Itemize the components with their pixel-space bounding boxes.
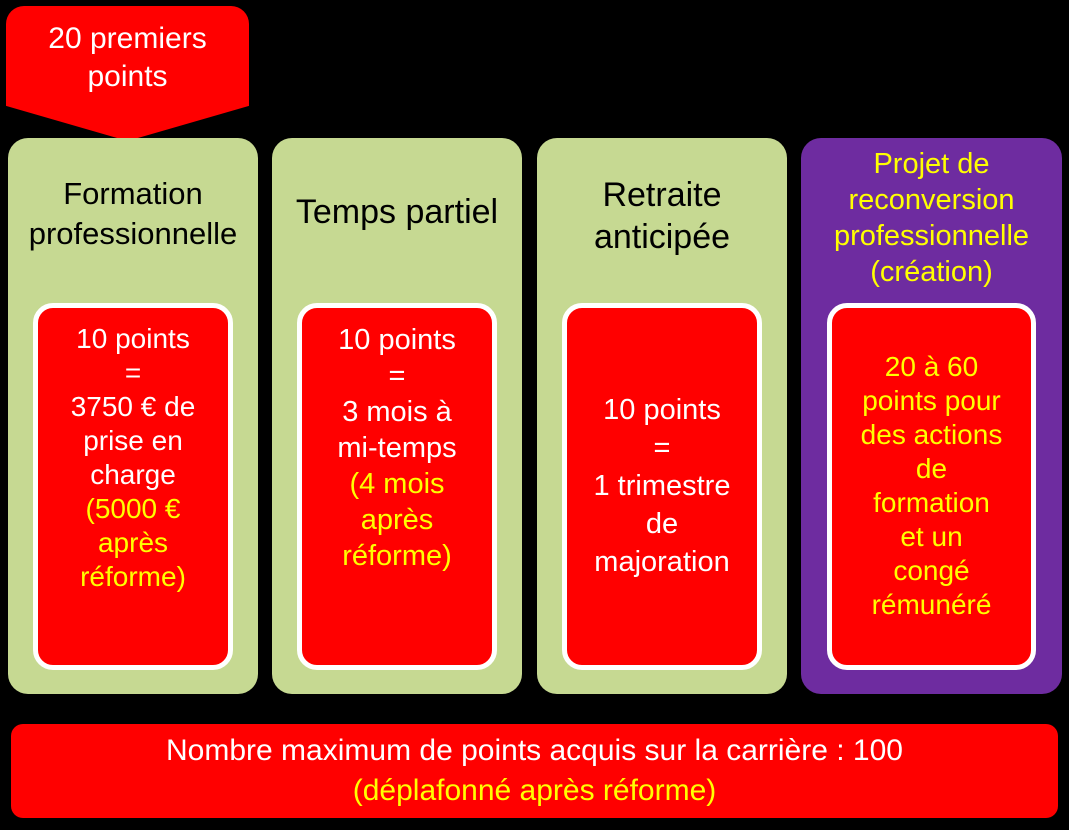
column-card[interactable]: 10 points = 3 mois à mi-temps (4 mois ap… <box>297 303 497 670</box>
column-card[interactable]: 20 à 60 points pour des actions de forma… <box>827 303 1036 670</box>
column-temps-partiel[interactable]: Temps partiel 10 points = 3 mois à mi-te… <box>272 138 522 694</box>
column-title: Temps partiel <box>295 193 499 231</box>
footer-banner: Nombre maximum de points acquis sur la c… <box>11 724 1058 818</box>
columns-container: Formation professionnelle 10 points = 37… <box>8 138 1062 694</box>
column-card[interactable]: 10 points = 3750 € de prise en charge (5… <box>33 303 233 670</box>
card-line-primary: 10 points = 1 trimestre de majoration <box>593 393 731 578</box>
footer-line-reform-note: (déplafonné après réforme) <box>352 774 717 807</box>
column-projet-reconversion[interactable]: Projet de reconversion professionnelle (… <box>801 138 1062 694</box>
column-title: Formation professionnelle <box>28 176 238 251</box>
callout-banner: 20 premiers points <box>6 6 249 141</box>
card-line-primary: 10 points = 3 mois à mi-temps <box>337 324 457 464</box>
column-retraite-anticipee[interactable]: Retraite anticipée 10 points = 1 trimest… <box>537 138 787 694</box>
column-card[interactable]: 10 points = 1 trimestre de majoration <box>562 303 762 670</box>
card-line-reform-note: (4 mois après réforme) <box>342 468 452 572</box>
column-formation-professionnelle[interactable]: Formation professionnelle 10 points = 37… <box>8 138 258 694</box>
callout-label: 20 premiers points <box>48 22 207 93</box>
card-line-primary: 10 points = 3750 € de prise en charge <box>70 323 196 490</box>
column-title: Retraite anticipée <box>593 176 731 256</box>
column-title: Projet de reconversion professionnelle (… <box>833 148 1030 288</box>
footer-line-max-points: Nombre maximum de points acquis sur la c… <box>166 734 903 767</box>
card-line-primary: 20 à 60 points pour des actions de forma… <box>860 350 1003 620</box>
card-line-reform-note: (5000 € après réforme) <box>80 493 186 592</box>
